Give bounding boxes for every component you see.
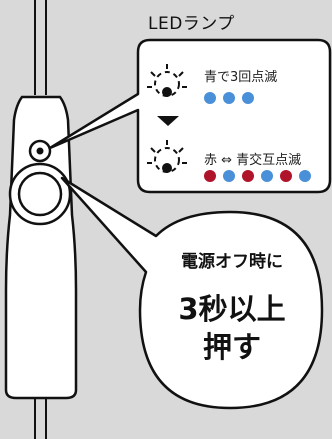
led-dot-blue [223,170,235,182]
led-dots-blue3 [204,92,254,104]
callout-line3: 押す [202,330,261,364]
down-triangle-icon [157,116,179,126]
callout-line1: 電源オフ時に [181,252,283,272]
cable [34,0,47,439]
state-label-alternating: 赤 ⇔ 青交互点滅 [204,153,302,168]
led-dot-blue [242,92,254,104]
led-dot-blue [299,170,311,182]
led-dot-red [242,170,254,182]
led-lamp-title: LEDランプ [148,14,235,34]
led-status-panel [48,38,332,194]
led-dot-blue [223,92,235,104]
led-dot-red [204,170,216,182]
remote-led [28,139,52,163]
state-label-blue3: 青で3回点滅 [204,70,278,85]
led-dots-alternating [204,170,311,182]
led-lamp-icon [147,140,187,173]
led-dot-red [280,170,292,182]
instruction-bubble [60,176,324,410]
power-button[interactable] [8,162,72,226]
callout-line2: 3秒以上 [178,292,286,326]
led-lamp-icon [147,64,187,97]
led-dot-blue [204,92,216,104]
led-dot-blue [261,170,273,182]
